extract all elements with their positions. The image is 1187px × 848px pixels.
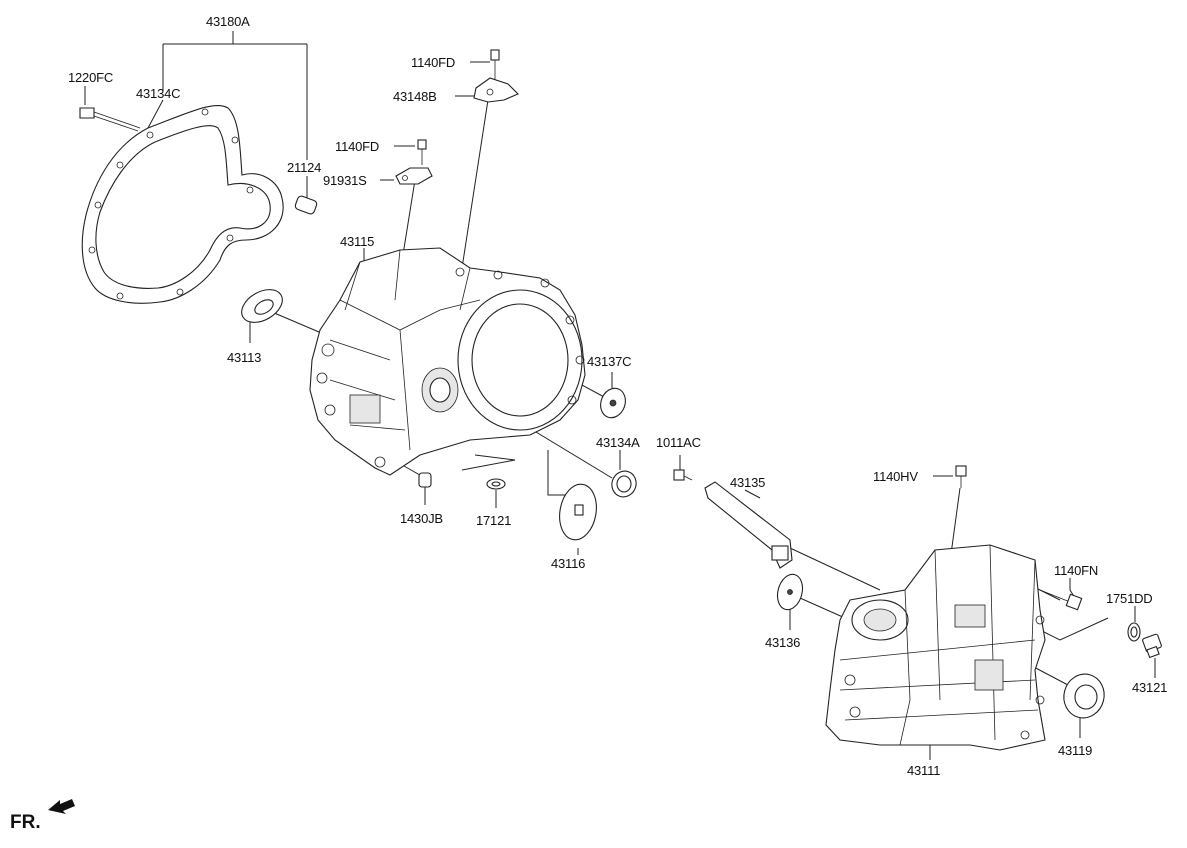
transaxle-case-43111-shape <box>825 544 1046 751</box>
bolt-1140HV-shape <box>955 465 967 488</box>
label-43137C: 43137C <box>587 354 632 369</box>
label-1430JB: 1430JB <box>400 511 443 526</box>
dowel-21124-shape <box>294 195 318 215</box>
clutch-housing-43115-shape <box>309 247 586 476</box>
bolt-1220FC-shape <box>79 107 141 132</box>
label-43180A: 43180A <box>206 14 250 29</box>
label-43119: 43119 <box>1058 743 1093 758</box>
label-43111: 43111 <box>907 763 941 778</box>
seal-43134A-shape <box>611 470 637 498</box>
label-1220FC: 1220FC <box>68 70 114 85</box>
label-43115: 43115 <box>340 234 375 249</box>
pin-1430JB-shape <box>418 472 432 488</box>
label-1140FD-top: 1140FD <box>411 55 456 70</box>
label-91931S: 91931S <box>323 173 367 188</box>
seal-43119-shape <box>1063 673 1105 719</box>
gasket-43134C-shape <box>81 104 284 304</box>
seal-43137C-shape <box>600 387 626 419</box>
oil-seal-43113-shape <box>241 289 283 323</box>
cover-plate-43116-shape <box>559 483 597 541</box>
label-43135: 43135 <box>730 475 766 490</box>
label-43116: 43116 <box>551 556 586 571</box>
label-21124: 21124 <box>287 160 322 175</box>
bolt-1140FN-shape <box>1039 589 1083 611</box>
label-43136: 43136 <box>765 635 801 650</box>
label-43148B: 43148B <box>393 89 437 104</box>
label-1140FN: 1140FN <box>1054 563 1099 578</box>
bracket-43135-shape <box>704 481 793 569</box>
label-1140FD-mid: 1140FD <box>335 139 380 154</box>
label-43121: 43121 <box>1132 680 1168 695</box>
plate-43136-shape <box>776 573 804 611</box>
washer-17121-shape <box>486 478 506 490</box>
bolt-1011AC-shape <box>673 469 693 481</box>
label-43134A: 43134A <box>596 435 640 450</box>
label-43134C: 43134C <box>136 86 181 101</box>
front-indicator-label: FR. <box>10 812 41 833</box>
label-1140HV: 1140HV <box>873 469 918 484</box>
gasket-1751DD-shape <box>1127 622 1141 642</box>
plug-43121-shape <box>1142 633 1162 659</box>
bracket-43148B-shape <box>473 49 519 103</box>
clip-91931S-shape <box>395 139 433 185</box>
label-1011AC: 1011AC <box>656 435 701 450</box>
front-direction-arrow-icon <box>48 799 75 814</box>
label-43113: 43113 <box>227 350 262 365</box>
label-1751DD: 1751DD <box>1106 591 1153 606</box>
label-17121: 17121 <box>476 513 512 528</box>
